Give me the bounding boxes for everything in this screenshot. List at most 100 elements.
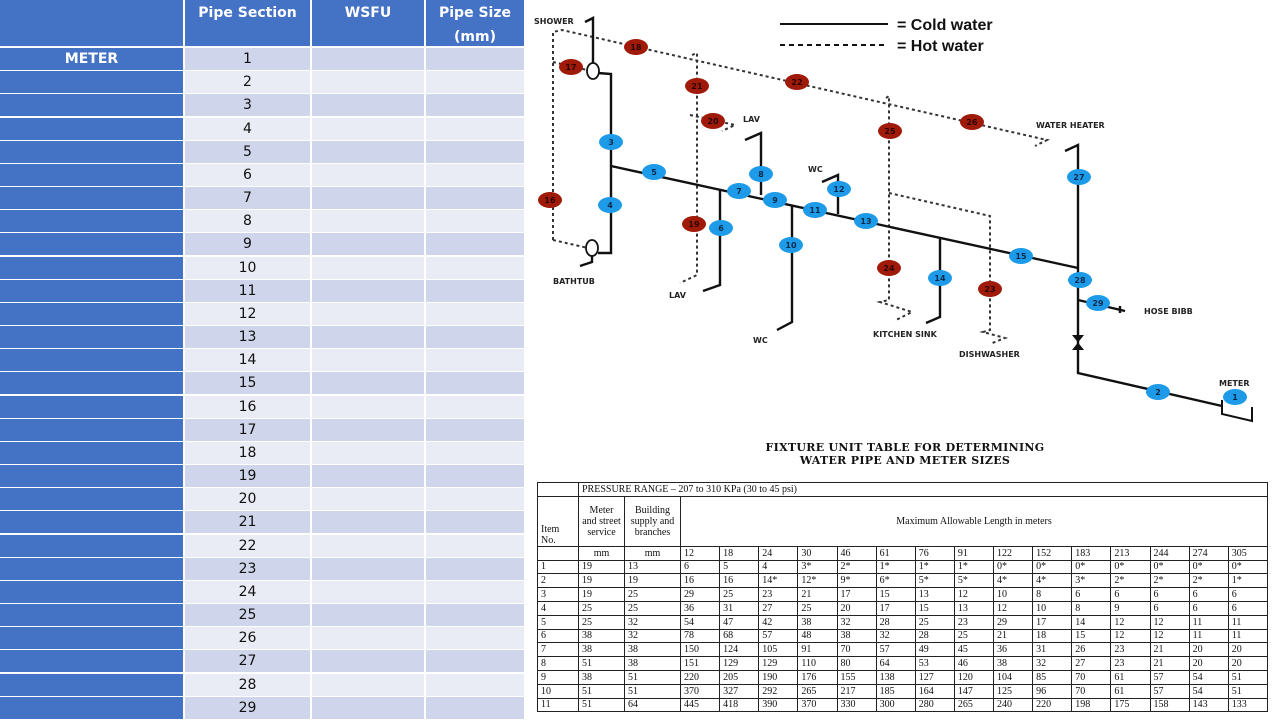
row-label[interactable]: [0, 696, 183, 719]
row-label[interactable]: [0, 256, 183, 279]
wsfu-cell[interactable]: [312, 140, 424, 163]
wsfu-cell[interactable]: [312, 395, 424, 418]
row-label[interactable]: [0, 395, 183, 418]
row-label[interactable]: [0, 557, 183, 580]
pipe-size-cell[interactable]: [426, 233, 524, 256]
pipe-section-cell[interactable]: 21: [185, 511, 310, 534]
pipe-section-cell[interactable]: 28: [185, 673, 310, 696]
pipe-size-cell[interactable]: [426, 441, 524, 464]
wsfu-cell[interactable]: [312, 488, 424, 511]
pipe-size-cell[interactable]: [426, 650, 524, 673]
pipe-section-cell[interactable]: 23: [185, 557, 310, 580]
row-label[interactable]: [0, 604, 183, 627]
pipe-size-cell[interactable]: [426, 488, 524, 511]
pipe-section-cell[interactable]: 17: [185, 418, 310, 441]
row-label[interactable]: [0, 488, 183, 511]
row-label[interactable]: [0, 326, 183, 349]
pipe-size-cell[interactable]: [426, 94, 524, 117]
row-label[interactable]: [0, 580, 183, 603]
pipe-section-cell[interactable]: 12: [185, 302, 310, 325]
wsfu-cell[interactable]: [312, 534, 424, 557]
pipe-size-cell[interactable]: [426, 48, 524, 70]
pipe-section-cell[interactable]: 8: [185, 210, 310, 233]
pipe-section-cell[interactable]: 13: [185, 326, 310, 349]
pipe-size-cell[interactable]: [426, 534, 524, 557]
row-label[interactable]: [0, 163, 183, 186]
pipe-size-cell[interactable]: [426, 673, 524, 696]
pipe-section-cell[interactable]: 19: [185, 465, 310, 488]
row-label[interactable]: METER: [0, 48, 183, 70]
pipe-size-cell[interactable]: [426, 326, 524, 349]
pipe-size-cell[interactable]: [426, 256, 524, 279]
wsfu-cell[interactable]: [312, 71, 424, 94]
row-label[interactable]: [0, 650, 183, 673]
row-label[interactable]: [0, 418, 183, 441]
wsfu-cell[interactable]: [312, 187, 424, 210]
pipe-size-cell[interactable]: [426, 465, 524, 488]
wsfu-cell[interactable]: [312, 580, 424, 603]
pipe-section-cell[interactable]: 24: [185, 580, 310, 603]
pipe-size-cell[interactable]: [426, 511, 524, 534]
wsfu-cell[interactable]: [312, 465, 424, 488]
wsfu-cell[interactable]: [312, 210, 424, 233]
pipe-section-cell[interactable]: 9: [185, 233, 310, 256]
wsfu-cell[interactable]: [312, 673, 424, 696]
pipe-section-cell[interactable]: 11: [185, 279, 310, 302]
wsfu-cell[interactable]: [312, 326, 424, 349]
wsfu-cell[interactable]: [312, 233, 424, 256]
pipe-size-cell[interactable]: [426, 163, 524, 186]
pipe-section-cell[interactable]: 29: [185, 696, 310, 719]
pipe-section-cell[interactable]: 16: [185, 395, 310, 418]
row-label[interactable]: [0, 673, 183, 696]
row-label[interactable]: [0, 279, 183, 302]
row-label[interactable]: [0, 511, 183, 534]
pipe-section-cell[interactable]: 10: [185, 256, 310, 279]
pipe-section-cell[interactable]: 2: [185, 71, 310, 94]
pipe-size-cell[interactable]: [426, 580, 524, 603]
pipe-section-cell[interactable]: 27: [185, 650, 310, 673]
row-label[interactable]: [0, 140, 183, 163]
pipe-size-cell[interactable]: [426, 187, 524, 210]
pipe-section-cell[interactable]: 25: [185, 604, 310, 627]
pipe-section-cell[interactable]: 6: [185, 163, 310, 186]
pipe-size-cell[interactable]: [426, 349, 524, 372]
row-label[interactable]: [0, 465, 183, 488]
wsfu-cell[interactable]: [312, 279, 424, 302]
wsfu-cell[interactable]: [312, 117, 424, 140]
row-label[interactable]: [0, 627, 183, 650]
pipe-size-cell[interactable]: [426, 140, 524, 163]
pipe-section-cell[interactable]: 20: [185, 488, 310, 511]
pipe-size-cell[interactable]: [426, 557, 524, 580]
row-label[interactable]: [0, 372, 183, 395]
wsfu-cell[interactable]: [312, 94, 424, 117]
pipe-size-cell[interactable]: [426, 71, 524, 94]
row-label[interactable]: [0, 94, 183, 117]
pipe-size-cell[interactable]: [426, 604, 524, 627]
wsfu-cell[interactable]: [312, 557, 424, 580]
pipe-size-cell[interactable]: [426, 279, 524, 302]
wsfu-cell[interactable]: [312, 650, 424, 673]
row-label[interactable]: [0, 210, 183, 233]
pipe-section-cell[interactable]: 22: [185, 534, 310, 557]
pipe-section-cell[interactable]: 15: [185, 372, 310, 395]
wsfu-cell[interactable]: [312, 372, 424, 395]
wsfu-cell[interactable]: [312, 163, 424, 186]
row-label[interactable]: [0, 302, 183, 325]
pipe-section-cell[interactable]: 1: [185, 48, 310, 70]
pipe-size-cell[interactable]: [426, 696, 524, 719]
row-label[interactable]: [0, 71, 183, 94]
pipe-section-cell[interactable]: 7: [185, 187, 310, 210]
pipe-size-cell[interactable]: [426, 372, 524, 395]
wsfu-cell[interactable]: [312, 696, 424, 719]
pipe-size-cell[interactable]: [426, 210, 524, 233]
wsfu-cell[interactable]: [312, 511, 424, 534]
pipe-size-cell[interactable]: [426, 395, 524, 418]
pipe-size-cell[interactable]: [426, 117, 524, 140]
pipe-section-cell[interactable]: 26: [185, 627, 310, 650]
wsfu-cell[interactable]: [312, 441, 424, 464]
row-label[interactable]: [0, 187, 183, 210]
pipe-size-cell[interactable]: [426, 627, 524, 650]
wsfu-cell[interactable]: [312, 48, 424, 70]
wsfu-cell[interactable]: [312, 627, 424, 650]
pipe-section-cell[interactable]: 4: [185, 117, 310, 140]
